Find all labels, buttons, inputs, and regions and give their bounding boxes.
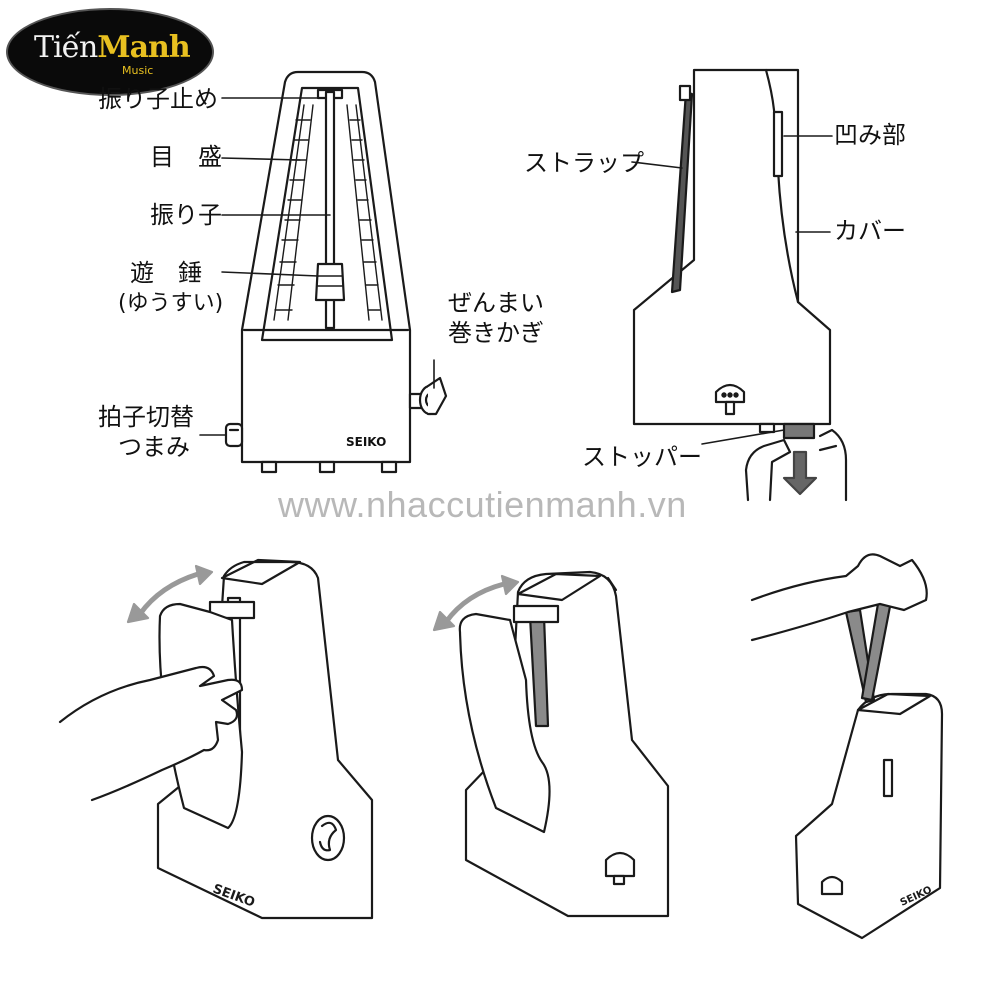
step1-arc-arrow-icon bbox=[137, 571, 201, 617]
label-stopper: ストッパー bbox=[582, 443, 702, 471]
winding-key-icon bbox=[408, 376, 448, 416]
front-foot-left bbox=[260, 460, 278, 474]
rear-body-outline bbox=[632, 68, 832, 426]
tien-manh-music-logo: TiếnManh Music bbox=[6, 8, 214, 100]
label-weight: 遊 錘 bbox=[130, 259, 202, 287]
front-metronome bbox=[199, 70, 448, 474]
logo-sub: Music bbox=[122, 64, 154, 77]
front-foot-mid bbox=[318, 460, 336, 474]
label-beat-selector-line2: つまみ bbox=[118, 433, 190, 461]
rear-cover bbox=[764, 68, 800, 304]
label-recess: 凹み部 bbox=[834, 121, 906, 149]
pendulum-rod bbox=[324, 90, 336, 330]
website-watermark: www.nhaccutienmanh.vn bbox=[278, 484, 687, 525]
front-brand-mark: SEIKO bbox=[346, 435, 387, 449]
stopper-pad bbox=[782, 422, 816, 440]
rear-strap bbox=[670, 90, 694, 294]
step3-body bbox=[794, 692, 944, 940]
label-winding-key-line1: ぜんまい bbox=[448, 289, 544, 317]
logo-brand-part2: Manh bbox=[97, 30, 190, 65]
fingers-left bbox=[744, 438, 792, 502]
front-foot-right bbox=[380, 460, 398, 474]
step3-hand bbox=[750, 553, 928, 642]
rear-recess bbox=[772, 110, 784, 178]
front-scale-marks bbox=[273, 104, 383, 321]
step1-pendulum-stop bbox=[208, 600, 256, 620]
rear-metronome bbox=[631, 68, 848, 502]
step1-winding-knob-icon bbox=[310, 814, 346, 862]
step2-arc-arrow-icon bbox=[443, 581, 507, 625]
step3-illustration: SEIKO bbox=[750, 553, 944, 940]
step2-cover bbox=[458, 612, 551, 834]
logo-ellipse bbox=[6, 8, 214, 96]
label-pendulum: 振り子 bbox=[150, 201, 222, 229]
beat-selector-knob-icon bbox=[224, 422, 244, 448]
front-leader-lines bbox=[199, 97, 435, 436]
label-winding-key-line2: 巻きかぎ bbox=[448, 319, 544, 347]
step1-top-face bbox=[220, 558, 302, 586]
fingers-right bbox=[818, 428, 848, 502]
step1-hand bbox=[58, 665, 244, 802]
step3-knob-icon bbox=[820, 875, 844, 896]
rear-knob-icon bbox=[714, 383, 746, 416]
label-beat-selector-line1: 拍子切替 bbox=[98, 403, 194, 431]
front-window bbox=[260, 86, 394, 342]
label-strap: ストラップ bbox=[524, 149, 644, 177]
logo-brand: TiếnManh bbox=[34, 30, 191, 65]
label-scale: 目 盛 bbox=[150, 143, 222, 171]
label-weight-reading: (ゆうすい) bbox=[118, 291, 224, 316]
label-cover: カバー bbox=[834, 217, 906, 245]
step2-illustration bbox=[432, 570, 670, 918]
front-body-outline bbox=[240, 70, 412, 464]
logo-brand-part1: Tiến bbox=[34, 30, 98, 65]
step1-illustration: SEIKO bbox=[58, 558, 374, 920]
sliding-weight bbox=[314, 262, 346, 302]
rear-leader-lines bbox=[631, 135, 833, 445]
step2-knob-icon bbox=[604, 851, 636, 886]
label-pendulum-stop: 振り子止め bbox=[98, 85, 218, 113]
pull-down-arrow-icon bbox=[782, 450, 818, 496]
